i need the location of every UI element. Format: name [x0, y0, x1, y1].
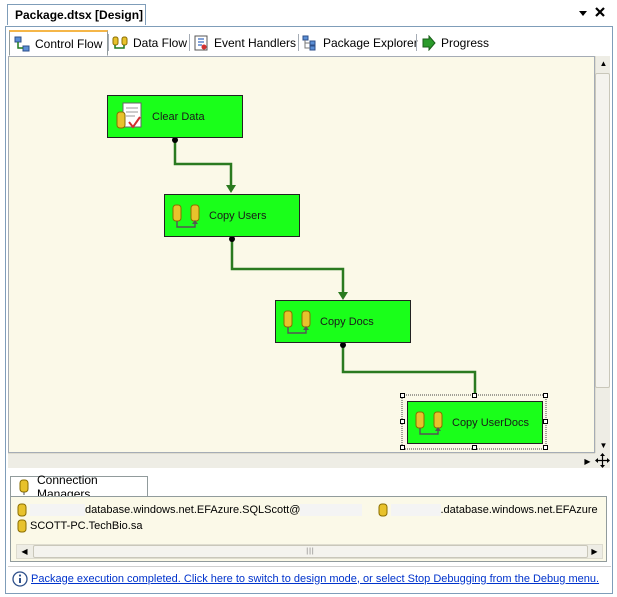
execute-sql-task-icon: [113, 100, 147, 134]
connection-manager-item[interactable]: SCOTT-PC.TechBio.sa: [16, 519, 142, 533]
vertical-scroll-thumb[interactable]: [595, 73, 610, 388]
tab-event-handlers[interactable]: Event Handlers: [189, 30, 297, 55]
resize-handle[interactable]: [400, 419, 405, 424]
constraint-users-to-docs: [230, 238, 345, 294]
constraint-clear-to-users: [173, 137, 233, 187]
constraint-arrowhead: [338, 292, 348, 300]
document-tab[interactable]: Package.dtsx [Design]: [7, 4, 146, 25]
scroll-left-icon[interactable]: ◀: [21, 547, 28, 556]
scroll-right-icon[interactable]: ▶: [591, 547, 598, 556]
tab-label: Event Handlers: [214, 35, 297, 50]
connection-manager-label: database.windows.net.EFAzure.SQLScott@: [85, 504, 301, 516]
switch-to-design-mode-link[interactable]: Package execution completed. Click here …: [31, 572, 600, 585]
constraint-start-dot: [172, 137, 178, 143]
task-label: Copy Users: [209, 209, 267, 222]
transfer-task-icon: [413, 406, 447, 440]
tab-label: Control Flow: [35, 36, 103, 51]
info-icon: [12, 570, 28, 587]
tab-label: Package Explorer: [323, 35, 418, 50]
constraint-start-dot: [229, 236, 235, 242]
connection-manager-item[interactable]: xxxxxxxxx .database.windows.net.EFAzure: [377, 503, 598, 517]
resize-handle[interactable]: [400, 393, 405, 398]
transfer-task-icon: [170, 199, 204, 233]
tab-connection-managers[interactable]: Connection Managers: [10, 473, 148, 501]
resize-handle[interactable]: [543, 445, 548, 450]
status-message-bar: Package execution completed. Click here …: [8, 566, 611, 590]
control-flow-icon: [14, 36, 30, 52]
connection-manager-icon: [17, 479, 31, 495]
task-label: Copy Docs: [320, 315, 374, 328]
resize-handle[interactable]: [400, 445, 405, 450]
pan-navigator-icon[interactable]: [595, 453, 610, 468]
task-copy-userdocs[interactable]: Copy UserDocs: [407, 401, 543, 444]
scroll-down-icon[interactable]: ▼: [599, 441, 608, 450]
resize-handle[interactable]: [543, 419, 548, 424]
close-document-icon[interactable]: [593, 5, 607, 19]
resize-handle[interactable]: [472, 445, 477, 450]
scroll-right-icon[interactable]: ▶: [584, 457, 591, 466]
task-clear-data[interactable]: Clear Data: [107, 95, 243, 138]
connection-manager-icon: [16, 519, 28, 533]
redacted-server-name: [300, 504, 363, 516]
resize-handle[interactable]: [543, 393, 548, 398]
horizontal-scrollbar[interactable]: ▶: [8, 453, 595, 468]
tab-data-flow[interactable]: Data Flow: [108, 30, 188, 55]
data-flow-icon: [112, 35, 128, 51]
redacted-server-name: xxxxxxxxxx: [30, 504, 85, 516]
connection-manager-icon: [16, 503, 28, 517]
task-copy-users[interactable]: Copy Users: [164, 194, 300, 237]
event-handlers-icon: [193, 35, 209, 51]
task-label: Clear Data: [152, 110, 205, 123]
constraint-docs-to-userdocs: [341, 344, 477, 398]
tab-package-explorer[interactable]: Package Explorer: [298, 30, 418, 55]
connection-manager-label: .database.windows.net.EFAzure: [440, 504, 598, 516]
window-list-dropdown-icon[interactable]: [577, 7, 589, 19]
connection-managers-scroll-thumb[interactable]: |||: [33, 545, 588, 558]
designer-tab-bar: Control Flow Data Flow Event Handlers: [6, 30, 611, 56]
scroll-up-icon[interactable]: ▲: [599, 59, 608, 68]
tab-label: Progress: [441, 35, 490, 50]
task-copy-docs[interactable]: Copy Docs: [275, 300, 411, 343]
progress-arrow-icon: [420, 34, 436, 51]
transfer-task-icon: [281, 305, 315, 339]
connection-manager-item[interactable]: xxxxxxxxxx database.windows.net.EFAzure.…: [16, 503, 363, 517]
tab-progress[interactable]: Progress: [416, 30, 496, 55]
tab-label: Data Flow: [133, 35, 188, 50]
connection-manager-label: SCOTT-PC.TechBio.sa: [30, 520, 143, 532]
constraint-arrowhead: [226, 185, 236, 193]
tab-control-flow[interactable]: Control Flow: [9, 30, 108, 56]
precedence-constraints: [172, 137, 477, 398]
package-explorer-icon: [302, 35, 318, 51]
constraint-start-dot: [340, 342, 346, 348]
task-label: Copy UserDocs: [452, 416, 530, 429]
control-flow-design-surface[interactable]: Clear Data Copy Users Copy Docs: [8, 56, 595, 453]
redacted-server-name: xxxxxxxxx: [391, 504, 441, 516]
resize-handle[interactable]: [472, 393, 477, 398]
connection-manager-icon: [377, 503, 389, 517]
